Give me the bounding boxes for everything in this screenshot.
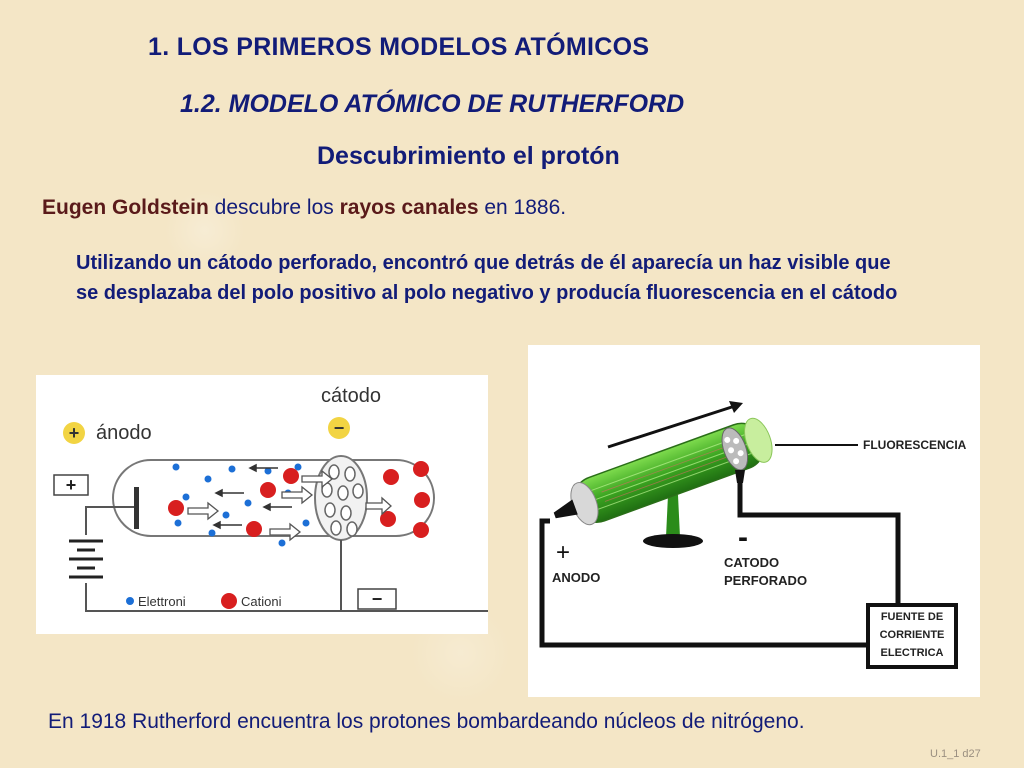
intro-text: Eugen Goldstein descubre los rayos canal… <box>42 196 566 220</box>
power-source-label-line-2: CORRIENTE <box>880 629 945 641</box>
legend-electron-marker <box>126 597 134 605</box>
battery-icon <box>69 539 103 579</box>
cathode-sign: - <box>738 521 748 554</box>
anode-connector <box>553 499 578 519</box>
scientist-name: Eugen Goldstein <box>42 196 209 219</box>
intro-text-part-2: en 1886. <box>478 196 567 219</box>
legend-electrons: Elettroni <box>138 594 186 609</box>
cation-arrows <box>187 469 392 542</box>
footer-text: En 1918 Rutherford encuentra los protone… <box>48 710 805 733</box>
cathode-holes <box>724 436 744 465</box>
fluorescent-end <box>744 417 773 463</box>
cathode-connector <box>735 470 745 483</box>
power-source-box <box>866 603 958 669</box>
goldstein-apparatus-diagram: FLUORESCENCIA + ANODO - CATODO PERFORADO… <box>528 345 980 697</box>
positive-terminal-sign: + <box>66 475 77 495</box>
electron-particles <box>172 463 310 547</box>
anode-sign-badge <box>63 422 85 444</box>
electron-arrows <box>212 463 292 530</box>
cathode-label-line-2: PERFORADO <box>724 573 807 588</box>
key-term: rayos canales <box>339 196 479 219</box>
description-paragraph: Utilizando un cátodo perforado, encontró… <box>76 252 898 304</box>
power-source-label-line-1: FUENTE DE <box>881 611 943 623</box>
slide-subtitle: 1.2. MODELO ATÓMICO DE RUTHERFORD <box>180 90 685 118</box>
arrow-head <box>729 401 743 413</box>
intro-text-part-1: descubre los <box>208 196 340 219</box>
anode-plate <box>134 487 139 529</box>
legend-cation-marker <box>221 593 237 609</box>
anode-sign: + <box>69 423 80 443</box>
negative-terminal-box <box>357 588 397 610</box>
anode-label: ánodo <box>96 422 152 444</box>
positive-terminal-box <box>53 474 89 496</box>
cathode-label-line-1: CATODO <box>724 555 779 570</box>
power-source-label-line-3: ELECTRICA <box>881 647 944 659</box>
stand-base <box>643 534 703 548</box>
canal-rays-diagram: + − cátodo − + ánodo Elettroni Cationi <box>36 375 488 634</box>
circuit-wires <box>85 506 488 612</box>
fluorescence-label: FLUORESCENCIA <box>863 438 967 452</box>
circuit-wires <box>539 477 901 648</box>
anode-label: ANODO <box>552 570 600 585</box>
cation-particles <box>168 461 430 538</box>
slide-title: 1. LOS PRIMEROS MODELOS ATÓMICOS <box>148 33 650 61</box>
beam-direction-arrow <box>607 403 739 449</box>
anode-sign: + <box>556 539 570 566</box>
tube-stand <box>666 495 680 537</box>
section-heading: Descubrimiento el protón <box>317 142 620 170</box>
cathode-sign: − <box>334 418 345 438</box>
negative-terminal-sign: − <box>372 589 383 609</box>
slide-number: U.1_1 d27 <box>930 748 981 760</box>
discharge-tube <box>553 417 773 526</box>
cathode-sign-badge <box>328 417 350 439</box>
cathode-label: cátodo <box>321 385 381 407</box>
legend-cations: Cationi <box>241 594 282 609</box>
